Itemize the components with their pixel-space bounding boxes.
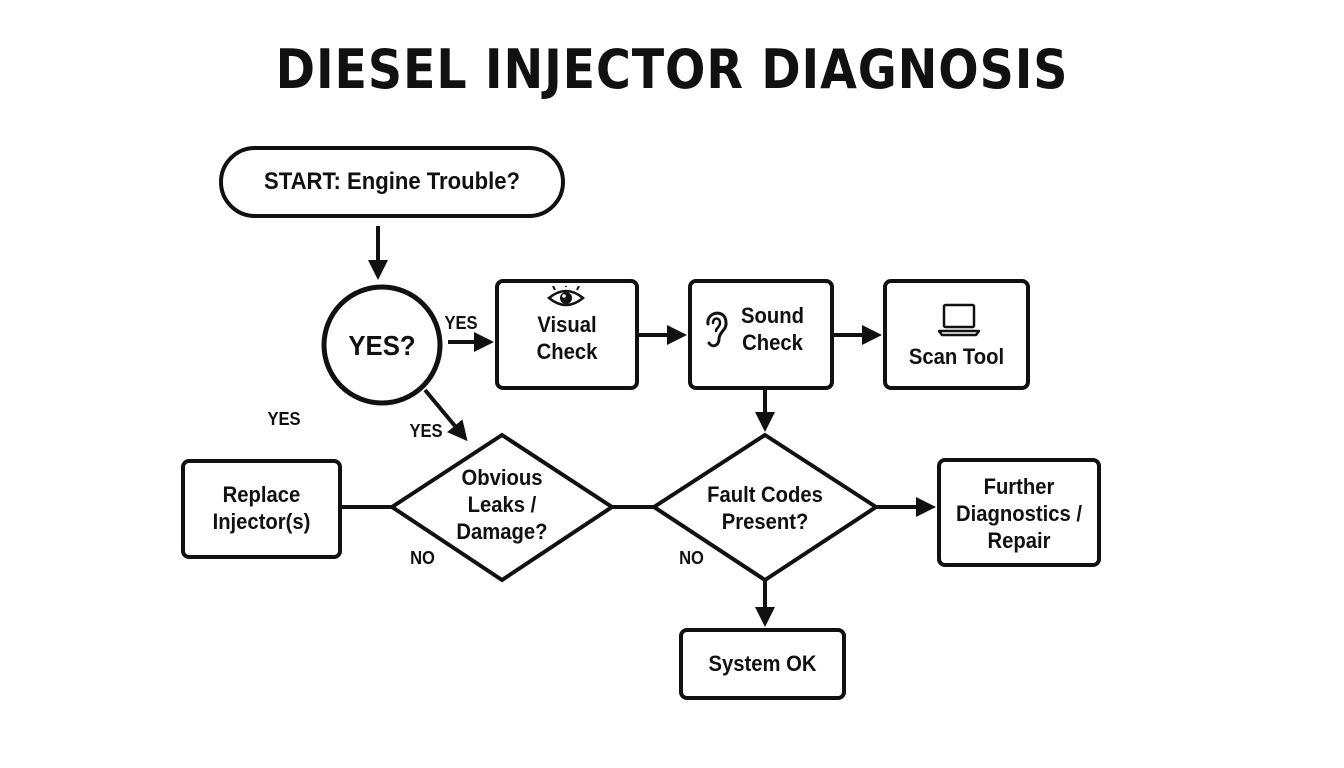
replace-label: Replace Injector(s) (189, 481, 333, 535)
ear-icon (706, 311, 728, 348)
edge-label-yes-to-leaks: YES (409, 421, 443, 441)
system-ok-label: System OK (708, 651, 817, 676)
further-label: Further Diagnostics / Repair (945, 473, 1092, 554)
further-shape (937, 458, 1101, 567)
start-node-label: START: Engine Trouble? (264, 168, 520, 195)
visual-check-shape (495, 279, 639, 390)
visual-check-label: Visual Check (503, 311, 632, 365)
leaks-decision-shape (388, 432, 616, 583)
laptop-icon (938, 303, 980, 337)
fault-decision-label: Fault Codes Present? (691, 481, 838, 535)
sound-check-label: Sound Check (729, 302, 816, 356)
edge-label-leaks-no: NO (410, 548, 435, 568)
yes-decision-shape (321, 284, 443, 406)
eye-icon (547, 286, 585, 307)
diagram-title: DIESEL INJECTOR DIAGNOSIS (275, 38, 1069, 101)
start-node-shape (219, 146, 565, 218)
system-ok-shape (679, 628, 846, 700)
sound-check-shape (688, 279, 834, 390)
fault-line1: Fault Codes (707, 482, 823, 507)
visual-check-line1: Visual (537, 312, 597, 337)
edge-label-fault-no: NO (679, 548, 704, 568)
yes-decision-label: YES? (348, 330, 416, 361)
sound-check-line1: Sound (741, 303, 804, 328)
scan-tool-label: Scan Tool (908, 344, 1005, 369)
further-line2: Diagnostics / (956, 501, 1082, 526)
sound-check-line2: Check (742, 330, 803, 355)
connector-yes-to-leaks (423, 388, 468, 442)
replace-line2: Injector(s) (212, 509, 311, 534)
leaks-line3: Damage? (456, 519, 548, 544)
edge-label-yes-to-replace: YES (267, 409, 301, 429)
further-line1: Further (983, 474, 1055, 499)
further-line3: Repair (987, 528, 1051, 553)
leaks-line1: Obvious (461, 465, 543, 490)
fault-line2: Present? (721, 509, 809, 534)
leaks-line2: Leaks / (467, 492, 537, 517)
leaks-decision-label: Obvious Leaks / Damage? (438, 464, 567, 545)
replace-line1: Replace (222, 482, 301, 507)
edge-label-yes-to-visual: YES (444, 313, 478, 333)
visual-check-line2: Check (536, 339, 598, 364)
